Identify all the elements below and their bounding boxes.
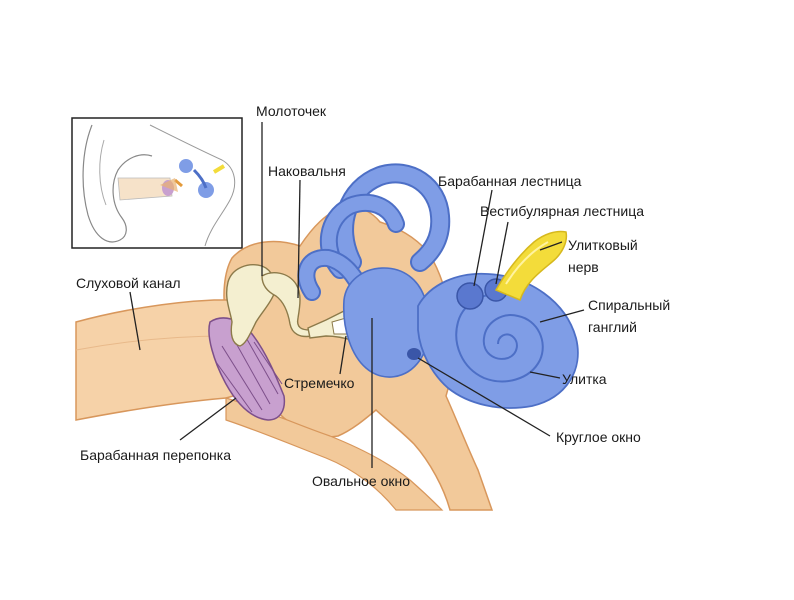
scala-tympani-opening	[457, 283, 483, 309]
ear-inset-thumbnail	[72, 118, 242, 248]
label-cochlear-nerve-2: нерв	[568, 259, 599, 275]
label-oval-window: Овальное окно	[312, 473, 410, 489]
label-scala-vestibuli: Вестибулярная лестница	[480, 203, 644, 219]
label-eardrum: Барабанная перепонка	[80, 447, 231, 463]
label-spiral-ganglion-1: Спиральный	[588, 297, 670, 313]
label-round-window: Круглое окно	[556, 429, 641, 445]
label-incus: Наковальня	[268, 163, 346, 179]
label-cochlear-nerve-1: Улитковый	[568, 237, 638, 253]
label-scala-tympani: Барабанная лестница	[438, 173, 582, 189]
label-stapes: Стремечко	[284, 375, 355, 391]
label-cochlea: Улитка	[562, 371, 607, 387]
label-spiral-ganglion-2: ганглий	[588, 319, 637, 335]
label-ear-canal: Слуховой канал	[76, 275, 181, 291]
label-malleus: Молоточек	[256, 103, 327, 119]
